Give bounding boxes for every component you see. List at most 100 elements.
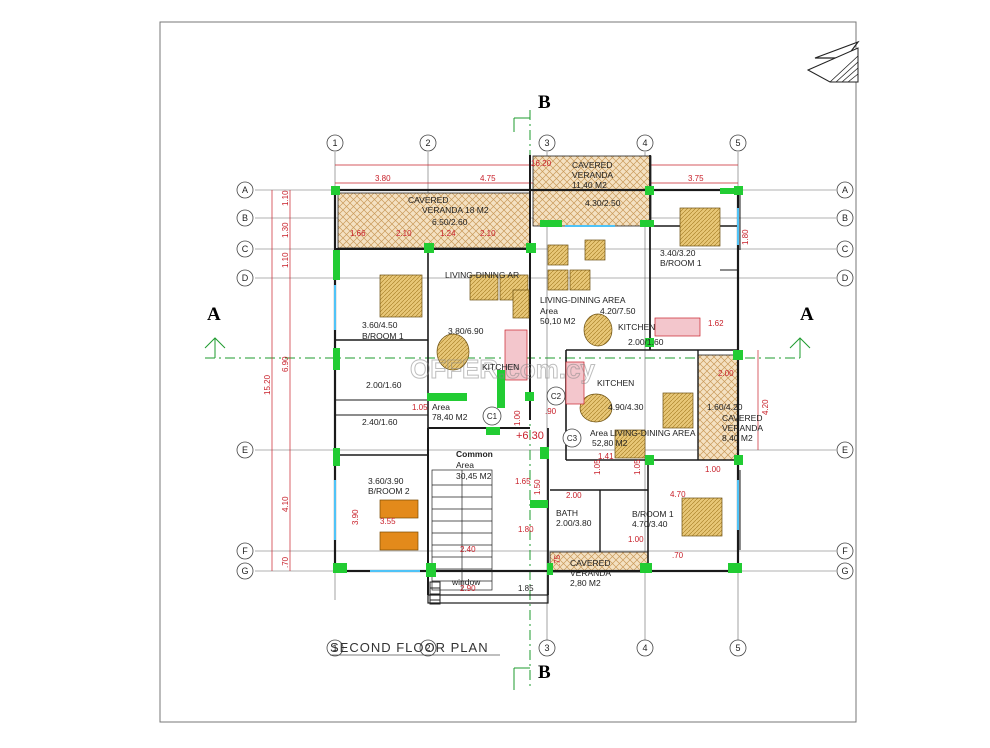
dimension-label: 1.24 xyxy=(440,229,456,238)
dimension-label: 1.66 xyxy=(350,229,366,238)
room-label: 3.40/3.20 xyxy=(660,248,696,258)
section-mark-b-bottom: B xyxy=(538,662,551,683)
dimension-label: 3.75 xyxy=(688,174,704,183)
grid-row-label: B xyxy=(842,213,848,223)
dimension-label: .75 xyxy=(553,554,562,566)
dimension-label: .70 xyxy=(281,556,290,568)
dimension-label: 6.90 xyxy=(281,356,290,372)
grid-column-label: 5 xyxy=(735,138,740,148)
grid-row-label: A xyxy=(842,185,848,195)
dimension-label: 1.05 xyxy=(412,403,428,412)
room-label: 3.60/4.50 xyxy=(362,320,398,330)
dimension-label: 1.10 xyxy=(281,252,290,268)
room-label: KITCHEN xyxy=(618,322,655,332)
room-label: Area xyxy=(590,428,608,438)
grid-row-label: C xyxy=(242,244,249,254)
grid-row-label: F xyxy=(242,546,248,556)
grid-column-label: 4 xyxy=(642,643,647,653)
room-label: 2,80 M2 xyxy=(570,578,601,588)
room-label: 52,80 M2 xyxy=(592,438,628,448)
dimension-label: 1.50 xyxy=(533,479,542,495)
dimension-label: 1.10 xyxy=(281,190,290,206)
room-label: 8,40 M2 xyxy=(722,433,753,443)
section-mark-a-right: A xyxy=(800,304,814,325)
room-label: Area xyxy=(540,306,558,316)
room-label: VERANDA xyxy=(570,568,611,578)
dimension-label: 1.05 xyxy=(633,459,642,475)
room-label: CAVERED xyxy=(408,195,448,205)
dimension-label: 1.65 xyxy=(515,477,531,486)
room-label: CAVERED xyxy=(570,558,610,568)
structural-columns xyxy=(331,186,743,577)
grid-row-label: G xyxy=(841,566,848,576)
dimension-label: 4.10 xyxy=(281,496,290,512)
room-label: CAVERED xyxy=(572,160,612,170)
dimension-label: 2.10 xyxy=(396,229,412,238)
room-label: VERANDA 18 M2 xyxy=(422,205,489,215)
section-mark-b-top: B xyxy=(538,92,551,113)
grid-row-label: D xyxy=(242,273,249,283)
window-label: window xyxy=(451,577,481,587)
room-label: 6.50/2.60 xyxy=(432,217,468,227)
room-label: Area xyxy=(432,402,450,412)
room-label: 11,40 M2 xyxy=(572,180,607,190)
room-label: 1.60/4.20 xyxy=(707,402,743,412)
dimension-label: 2.00 xyxy=(718,369,734,378)
dimension-label: 1.30 xyxy=(281,222,290,238)
dimension-label: 1.80 xyxy=(518,525,534,534)
room-label: B/ROOM 1 xyxy=(362,331,404,341)
grid-row-label: G xyxy=(241,566,248,576)
dimension-label: 1.80 xyxy=(741,229,750,245)
room-label: B/ROOM 2 xyxy=(368,486,410,496)
grid-row-label: E xyxy=(242,445,248,455)
room-label: KITCHEN xyxy=(597,378,634,388)
dimension-label: 1.62 xyxy=(708,319,724,328)
dimension-label: 4.70 xyxy=(670,490,686,499)
dimension-label: 3.55 xyxy=(380,517,396,526)
room-label: KITCHEN xyxy=(482,362,519,372)
dimension-label: 1.00 xyxy=(705,465,721,474)
room-label: BATH xyxy=(556,508,578,518)
room-label: LIVING-DINING AREA xyxy=(540,295,626,305)
room-label: CAVERED xyxy=(722,413,762,423)
kitchen-counter xyxy=(504,317,701,405)
dimension-label: 15.20 xyxy=(263,374,272,395)
room-label: B/ROOM 1 xyxy=(632,509,674,519)
dimension-label: 3.90 xyxy=(351,509,360,525)
grid-column-label: 5 xyxy=(735,643,740,653)
dimension-label: .70 xyxy=(672,551,684,560)
room-label: 50,10 M2 xyxy=(540,316,576,326)
section-mark-a-left: A xyxy=(207,304,221,325)
dimension-label: 1.00 xyxy=(513,410,522,426)
grid-column-label: 3 xyxy=(544,138,549,148)
room-label: 2.00/1.60 xyxy=(628,337,664,347)
room-label: 30,45 M2 xyxy=(456,471,492,481)
room-label: 2.00/1.60 xyxy=(366,380,402,390)
room-label: VERANDA xyxy=(572,170,613,180)
column-marker: C2 xyxy=(551,392,562,401)
staircase xyxy=(431,469,493,591)
elevator-icon xyxy=(429,581,441,605)
room-label: 78,40 M2 xyxy=(432,412,468,422)
grid-row-label: F xyxy=(842,546,848,556)
room-label: 2.00/3.80 xyxy=(556,518,592,528)
room-label: LIVING-DINING AREA xyxy=(610,428,696,438)
grid-column-label: 2 xyxy=(425,138,430,148)
north-arrow-icon xyxy=(806,40,860,83)
column-marker: C1 xyxy=(487,412,498,421)
dimension-label: .90 xyxy=(545,407,557,416)
room-label: 4.30/2.50 xyxy=(585,198,621,208)
room-label: 3.60/3.90 xyxy=(368,476,404,486)
column-marker: C3 xyxy=(567,434,578,443)
dimension-label: 2.10 xyxy=(480,229,496,238)
grid-row-label: A xyxy=(242,185,248,195)
room-label: 3.80/6.90 xyxy=(448,326,484,336)
grid-column-label: 4 xyxy=(642,138,647,148)
sheet-frame xyxy=(159,21,857,723)
grid-bubbles xyxy=(236,134,854,657)
grid-row-label: E xyxy=(842,445,848,455)
watermark: OFFER.com.cy xyxy=(410,354,595,384)
veranda-right-area xyxy=(697,354,739,461)
veranda-left-area xyxy=(337,192,531,249)
